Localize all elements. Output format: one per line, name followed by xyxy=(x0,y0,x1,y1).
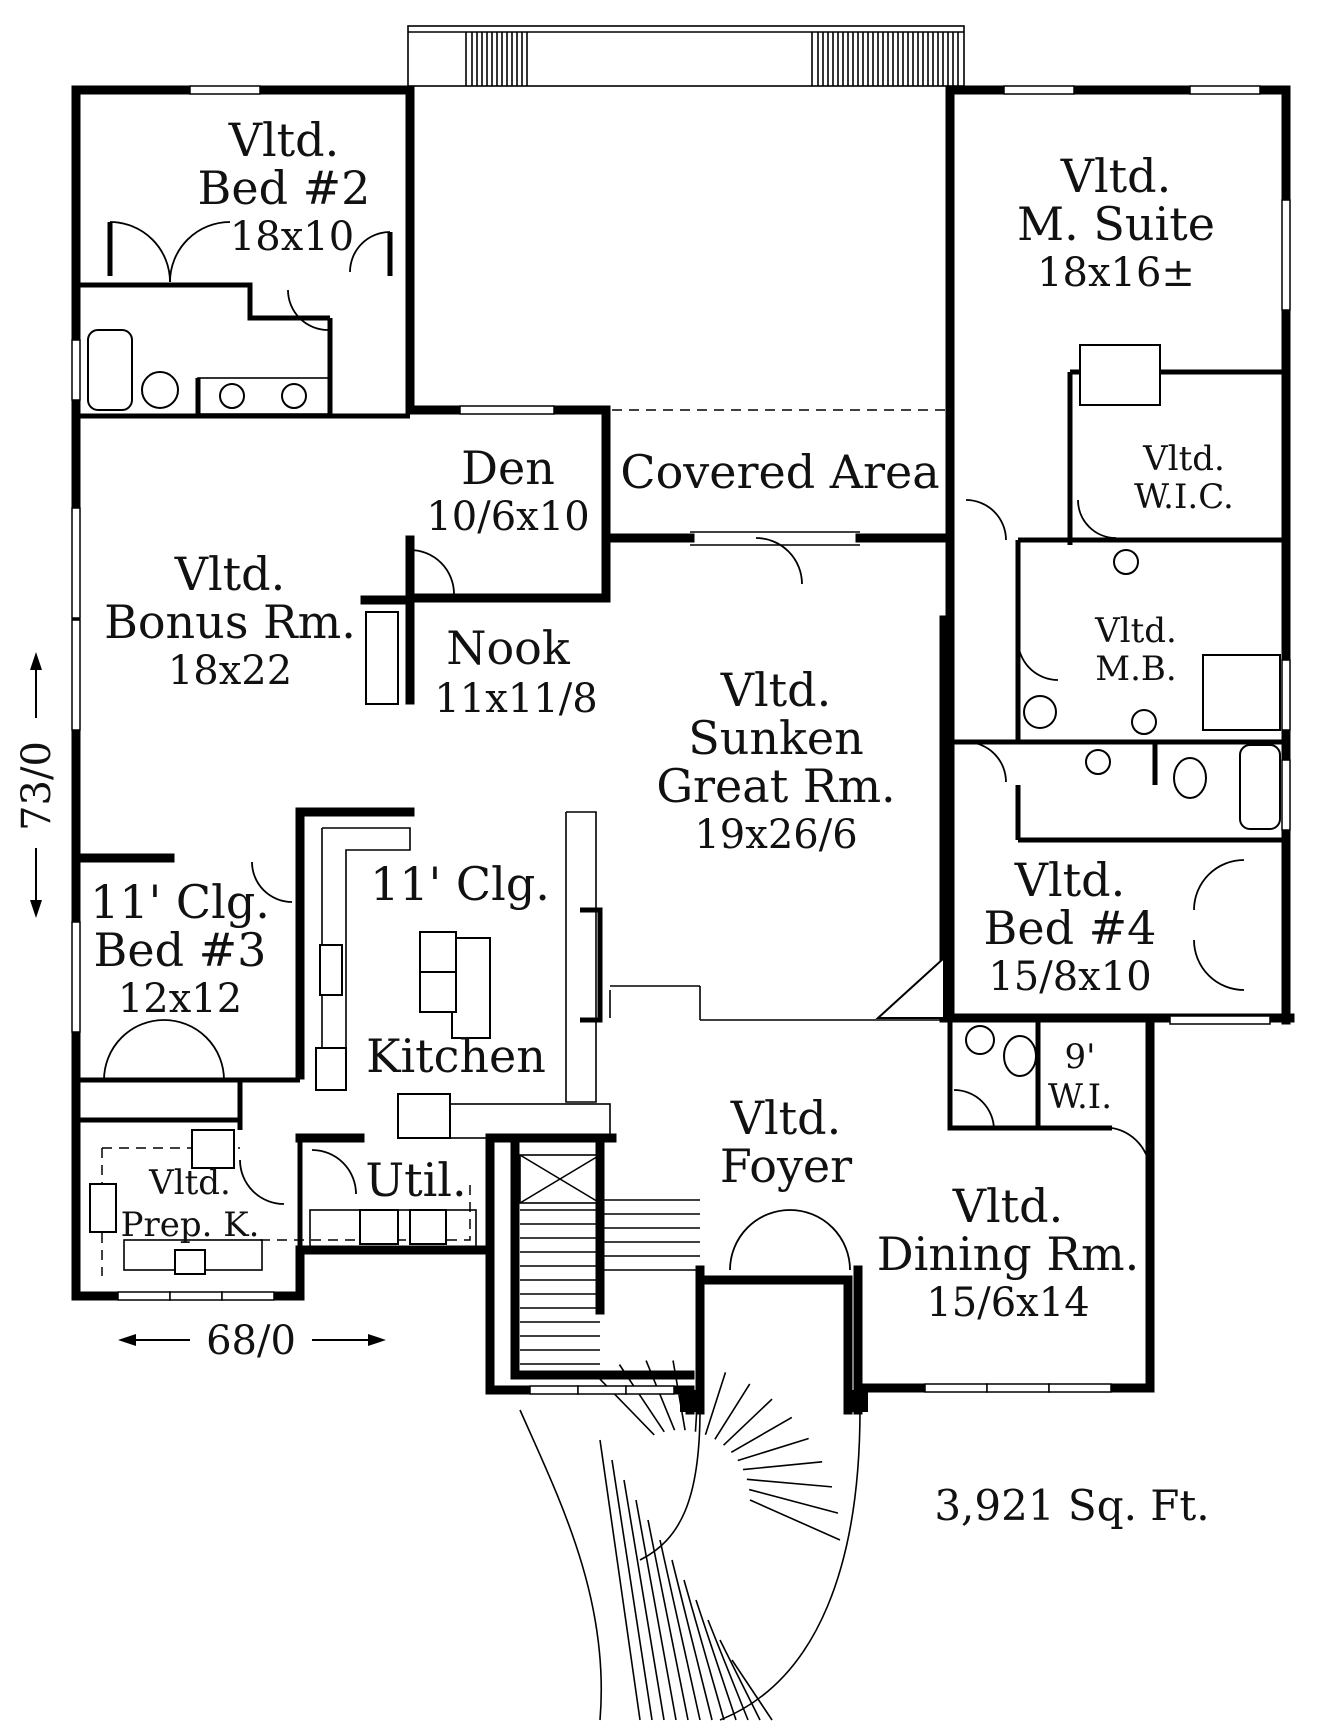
svg-text:Covered Area: Covered Area xyxy=(620,445,939,499)
svg-text:68/0: 68/0 xyxy=(206,1318,296,1364)
msuite-line1: Vltd. xyxy=(1060,149,1172,203)
dimension-depth: 73/0 xyxy=(14,652,60,918)
mb-line1: Vltd. xyxy=(1094,611,1177,651)
svg-text:Sunken: Sunken xyxy=(688,711,864,765)
svg-text:Kitchen: Kitchen xyxy=(366,1029,546,1083)
great-line3: Great Rm. xyxy=(656,759,895,813)
bed2-line1: Vltd. xyxy=(228,113,340,167)
den-line2: 10/6x10 xyxy=(426,494,589,540)
den-line1: Den xyxy=(461,441,555,495)
svg-text:Den: Den xyxy=(461,441,555,495)
svg-text:Nook: Nook xyxy=(446,621,571,675)
msuite-line3: 18x16± xyxy=(1037,250,1195,296)
svg-text:12x12: 12x12 xyxy=(118,976,242,1022)
square-footage-text: 3,921 Sq. Ft. xyxy=(934,1481,1209,1530)
prepk-line2: Prep. K. xyxy=(121,1205,260,1245)
kitchen-line2: Kitchen xyxy=(366,1029,546,1083)
svg-text:M. Suite: M. Suite xyxy=(1017,197,1215,251)
svg-text:Vltd.: Vltd. xyxy=(720,663,832,717)
svg-text:Foyer: Foyer xyxy=(720,1139,852,1193)
svg-text:11' Clg.: 11' Clg. xyxy=(370,857,550,911)
svg-text:18x22: 18x22 xyxy=(168,648,292,694)
svg-text:Vltd.: Vltd. xyxy=(730,1091,842,1145)
msuite-line2: M. Suite xyxy=(1017,197,1215,251)
svg-text:15/6x14: 15/6x14 xyxy=(926,1280,1089,1326)
svg-text:Vltd.: Vltd. xyxy=(1060,149,1172,203)
svg-text:9': 9' xyxy=(1065,1037,1096,1077)
bed2-line2: Bed #2 xyxy=(198,161,371,215)
svg-text:Bed #3: Bed #3 xyxy=(94,923,267,977)
depth-dimension-text: 73/0 xyxy=(14,741,60,831)
square-footage: 3,921 Sq. Ft. xyxy=(934,1481,1209,1530)
svg-text:Prep. K.: Prep. K. xyxy=(121,1205,260,1245)
bed4-line3: 15/8x10 xyxy=(988,954,1151,1000)
svg-text:Vltd.: Vltd. xyxy=(1142,439,1225,479)
svg-text:Vltd.: Vltd. xyxy=(174,547,286,601)
kitchen-line1: 11' Clg. xyxy=(370,857,550,911)
svg-text:Dining Rm.: Dining Rm. xyxy=(877,1227,1140,1281)
svg-text:15/8x10: 15/8x10 xyxy=(988,954,1151,1000)
dining-line3: 15/6x14 xyxy=(926,1280,1089,1326)
great-line1: Vltd. xyxy=(720,663,832,717)
wic-line1: Vltd. xyxy=(1142,439,1225,479)
svg-text:73/0: 73/0 xyxy=(14,741,60,831)
doors xyxy=(103,221,1245,1271)
svg-text:Great Rm.: Great Rm. xyxy=(656,759,895,813)
great-line4: 19x26/6 xyxy=(694,812,857,858)
nook-line2: 11x11/8 xyxy=(434,676,597,722)
bed3-line1: 11' Clg. xyxy=(90,875,270,929)
foyer-line1: Vltd. xyxy=(730,1091,842,1145)
bonus-line1: Vltd. xyxy=(174,547,286,601)
width-dimension-text: 68/0 xyxy=(206,1318,296,1364)
svg-text:Util.: Util. xyxy=(365,1153,466,1207)
nook-line1: Nook xyxy=(446,621,571,675)
svg-text:11x11/8: 11x11/8 xyxy=(434,676,597,722)
bed3-line3: 12x12 xyxy=(118,976,242,1022)
wi-line2: W.I. xyxy=(1048,1077,1112,1117)
svg-text:Bed #2: Bed #2 xyxy=(198,161,371,215)
svg-text:Bonus Rm.: Bonus Rm. xyxy=(104,595,356,649)
svg-text:M.B.: M.B. xyxy=(1095,649,1176,689)
svg-text:Vltd.: Vltd. xyxy=(952,1179,1064,1233)
wi-line1: 9' xyxy=(1065,1037,1096,1077)
dining-line2: Dining Rm. xyxy=(877,1227,1140,1281)
svg-text:18x10: 18x10 xyxy=(230,214,354,260)
top-deck-railing xyxy=(407,25,965,87)
room-labels: Vltd. Bed #2 18x10 Vltd. M. Suite 18x16±… xyxy=(90,113,1234,1326)
svg-text:Vltd.: Vltd. xyxy=(1094,611,1177,651)
svg-text:Vltd.: Vltd. xyxy=(148,1163,231,1203)
stairs xyxy=(519,1154,861,1721)
svg-text:W.I.: W.I. xyxy=(1048,1077,1112,1117)
bed3-line2: Bed #3 xyxy=(94,923,267,977)
wic-line2: W.I.C. xyxy=(1134,477,1234,517)
svg-text:W.I.C.: W.I.C. xyxy=(1134,477,1234,517)
great-line2: Sunken xyxy=(688,711,864,765)
svg-text:19x26/6: 19x26/6 xyxy=(694,812,857,858)
svg-text:11' Clg.: 11' Clg. xyxy=(90,875,270,929)
prepk-line1: Vltd. xyxy=(148,1163,231,1203)
svg-text:Vltd.: Vltd. xyxy=(228,113,340,167)
svg-text:Bed #4: Bed #4 xyxy=(984,901,1157,955)
bed4-line2: Bed #4 xyxy=(984,901,1157,955)
svg-text:10/6x10: 10/6x10 xyxy=(426,494,589,540)
util-line1: Util. xyxy=(365,1153,466,1207)
dining-line1: Vltd. xyxy=(952,1179,1064,1233)
mb-line2: M.B. xyxy=(1095,649,1176,689)
dimension-width: 68/0 xyxy=(118,1318,386,1364)
bed4-line1: Vltd. xyxy=(1014,853,1126,907)
windows xyxy=(71,85,1291,1395)
bonus-line2: Bonus Rm. xyxy=(104,595,356,649)
covered-line1: Covered Area xyxy=(620,445,939,499)
svg-text:Vltd.: Vltd. xyxy=(1014,853,1126,907)
svg-text:18x16±: 18x16± xyxy=(1037,250,1195,296)
bed2-line3: 18x10 xyxy=(230,214,354,260)
foyer-line2: Foyer xyxy=(720,1139,852,1193)
counters xyxy=(87,329,1281,1276)
bonus-line3: 18x22 xyxy=(168,648,292,694)
